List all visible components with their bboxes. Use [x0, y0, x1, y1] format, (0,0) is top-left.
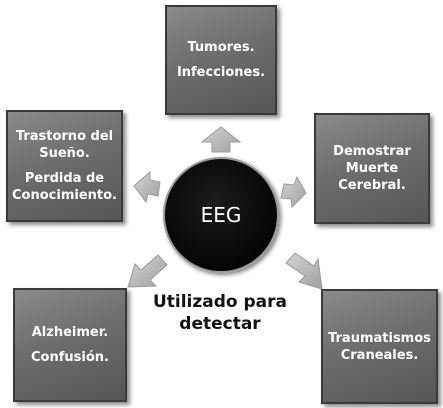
box-top-line-1: Tumores.	[187, 40, 255, 55]
left-arrow-icon	[133, 170, 161, 204]
caption-line-2: detectar	[179, 314, 261, 334]
down-right-arrow-icon	[285, 252, 323, 290]
caption-line-1: Utilizado para	[152, 292, 288, 312]
box-tumores-infecciones: Tumores. Infecciones.	[165, 5, 277, 115]
box-bottom-left-line-2: Confusión.	[31, 350, 109, 365]
box-bottom-left-line-1: Alzheimer.	[31, 325, 109, 340]
center-circle: EEG	[163, 157, 279, 273]
diagram-caption: Utilizado para detectar	[150, 291, 290, 335]
box-traumatismos-craneales: Traumatismos Craneales.	[321, 289, 438, 404]
box-left-line-2: Perdida de Conocimiento.	[12, 171, 117, 203]
box-bottom-right-line-1: Traumatismos Craneales.	[328, 330, 431, 363]
box-trastorno-sueno: Trastorno del Sueño. Perdida de Conocimi…	[6, 110, 123, 222]
up-arrow-icon	[200, 126, 242, 153]
box-top-line-2: Infecciones.	[176, 65, 266, 80]
down-left-arrow-icon	[127, 254, 168, 288]
box-right-line-1: Demostrar Muerte Cerebral.	[333, 144, 411, 193]
box-muerte-cerebral: Demostrar Muerte Cerebral.	[314, 113, 430, 224]
center-label: EEG	[200, 203, 242, 227]
right-arrow-icon	[280, 175, 307, 209]
box-alzheimer-confusion: Alzheimer. Confusión.	[13, 288, 127, 402]
box-left-line-1: Trastorno del Sueño.	[15, 129, 114, 161]
